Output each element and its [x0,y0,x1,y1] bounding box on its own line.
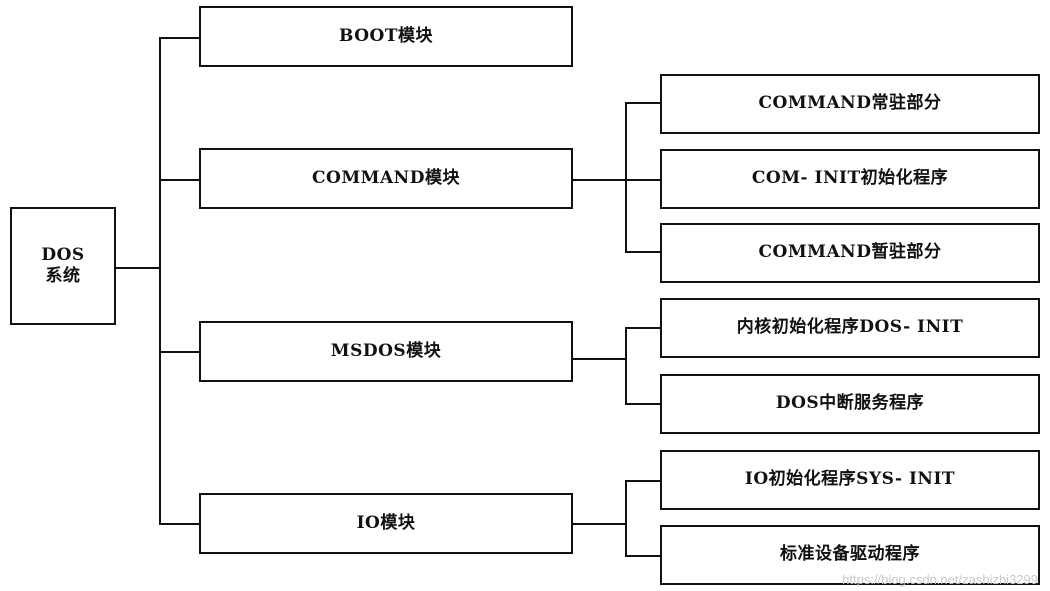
dos-system-label-line1: DOS [41,244,85,265]
connector-io-trunk [572,523,626,525]
command-resident-label: COMMAND常驻部分 [758,93,942,114]
boot-module-box: BOOT模块 [199,6,573,67]
interrupt-service-box: DOS中断服务程序 [660,374,1040,434]
connector-to-io [159,523,200,525]
command-transient-label: COMMAND暂驻部分 [758,242,942,263]
dos-system-label-line2: 系统 [45,266,81,286]
connector-command-trunk [572,179,626,181]
command-transient-box: COMMAND暂驻部分 [660,223,1040,283]
connector-modules-spine [159,37,161,524]
connector-io-spine [625,480,627,556]
watermark-text: https://blog.csdn.net/zashizhi3299 [842,572,1038,587]
command-module-box: COMMAND模块 [199,148,573,209]
connector-msdos-spine [625,327,627,404]
connector-to-msdos [159,351,200,353]
command-init-box: COM- INIT初始化程序 [660,149,1040,209]
connector-to-command-transient [625,251,661,253]
kernel-init-label: 内核初始化程序DOS- INIT [736,317,964,338]
device-driver-box: 标准设备驱动程序 [660,525,1040,585]
device-driver-label: 标准设备驱动程序 [780,544,920,565]
io-init-label: IO初始化程序SYS- INIT [744,469,956,490]
connector-to-boot [159,37,200,39]
connector-command-spine [625,102,627,252]
connector-to-kernel-init [625,327,661,329]
connector-to-command-init [625,179,661,181]
connector-to-interrupt-service [625,403,661,405]
command-module-label: COMMAND模块 [312,167,460,188]
command-resident-box: COMMAND常驻部分 [660,74,1040,134]
msdos-module-box: MSDOS模块 [199,321,573,382]
dos-system-box: DOS 系统 [10,207,116,325]
msdos-module-label: MSDOS模块 [330,340,442,361]
command-init-label: COM- INIT初始化程序 [751,168,949,189]
io-init-box: IO初始化程序SYS- INIT [660,450,1040,510]
connector-to-device-driver [625,555,661,557]
connector-to-command-resident [625,102,661,104]
connector-to-command [159,179,200,181]
connector-msdos-trunk [572,358,626,360]
io-module-label: IO模块 [356,512,416,533]
connector-to-io-init [625,480,661,482]
interrupt-service-label: DOS中断服务程序 [775,393,925,414]
kernel-init-box: 内核初始化程序DOS- INIT [660,298,1040,358]
connector-root-trunk [115,267,160,269]
boot-module-label: BOOT模块 [339,25,433,46]
io-module-box: IO模块 [199,493,573,554]
